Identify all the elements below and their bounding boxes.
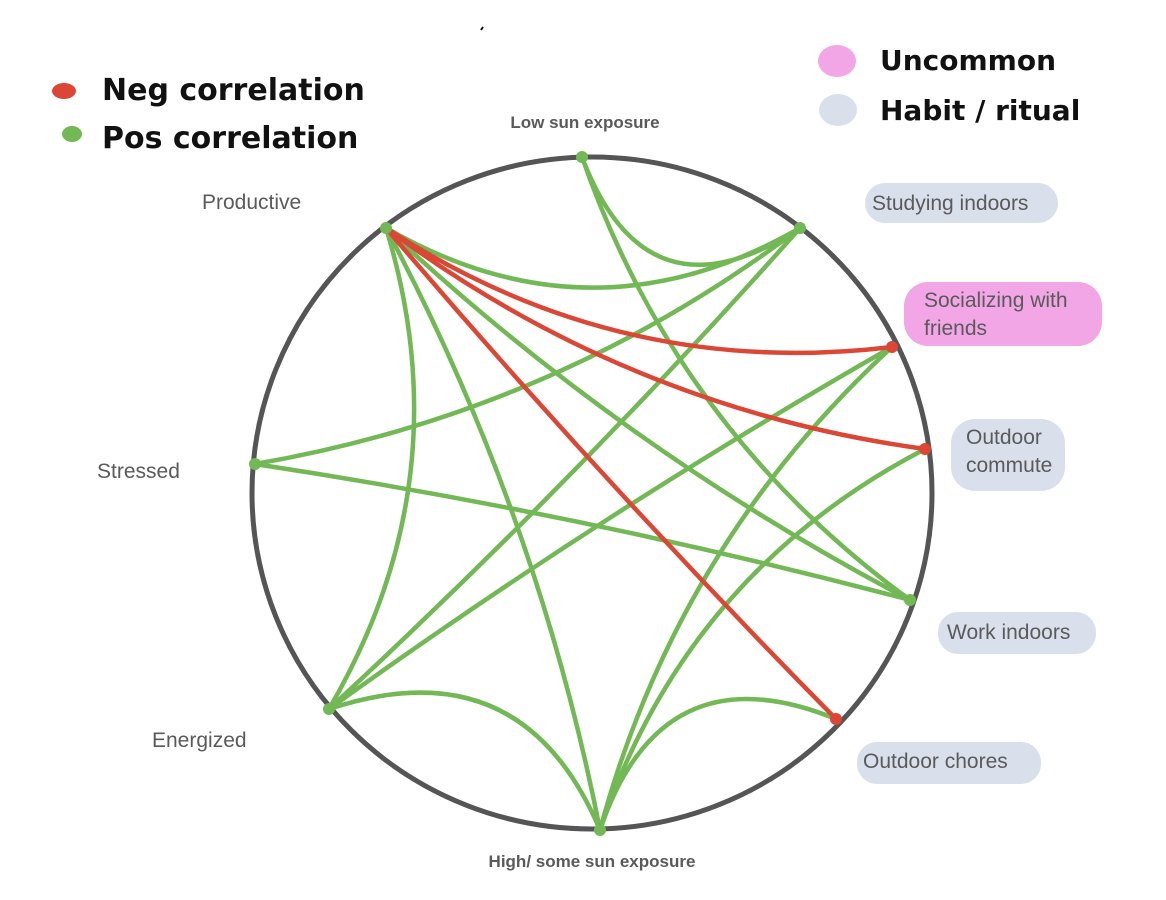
node-label-socializing-line2: friends xyxy=(924,317,987,340)
pos-legend-swatch xyxy=(62,126,82,142)
studying-highlight xyxy=(865,183,1058,223)
edge-chores-high_sun-pos xyxy=(597,696,839,833)
category-legend: Uncommon Habit / ritual xyxy=(818,44,1080,127)
edge-productive-high_sun-pos xyxy=(383,225,603,833)
node-dot-energized xyxy=(323,703,335,715)
habit-legend-label: Habit / ritual xyxy=(880,94,1080,127)
node-label-stressed: Stressed xyxy=(97,460,180,483)
node-dot-socializing xyxy=(886,341,898,353)
edge-productive-energized-pos xyxy=(326,225,417,712)
node-label-commute-line1: Outdoor xyxy=(966,426,1042,449)
correlation-legend: Neg correlation Pos correlation xyxy=(52,73,365,156)
edge-productive-chores-neg xyxy=(383,225,839,722)
node-label-low-sun: Low sun exposure xyxy=(510,113,659,132)
edge-stressed-work-pos xyxy=(252,461,913,603)
node-label-chores: Outdoor chores xyxy=(863,750,1008,773)
edge-socializing-energized-pos xyxy=(326,344,895,712)
node-dot-commute xyxy=(919,443,931,455)
edge-productive-commute-neg xyxy=(383,225,928,452)
node-dot-low_sun xyxy=(576,151,588,163)
node-label-high-sun: High/ some sun exposure xyxy=(489,852,696,871)
node-label-energized: Energized xyxy=(152,729,247,752)
commute-highlight xyxy=(951,419,1065,491)
node-label-productive: Productive xyxy=(202,191,301,214)
edge-low_sun-studying-pos xyxy=(579,154,803,267)
node-labels: Low sun exposure Studying indoors Social… xyxy=(97,113,1070,871)
node-dot-productive xyxy=(380,222,392,234)
uncommon-legend-swatch xyxy=(818,45,856,77)
edge-studying-energized-pos xyxy=(326,225,803,712)
node-dot-high_sun xyxy=(594,824,606,836)
node-label-commute-line2: commute xyxy=(966,454,1052,477)
outer-circle xyxy=(249,154,935,832)
node-label-socializing-line1: Socializing with xyxy=(924,289,1068,312)
socializing-highlight xyxy=(904,282,1102,346)
pos-legend-label: Pos correlation xyxy=(102,121,358,156)
stray-mark xyxy=(480,26,484,31)
node-label-studying: Studying indoors xyxy=(872,192,1028,215)
node-dot-work xyxy=(904,594,916,606)
node-dot-stressed xyxy=(249,458,261,470)
edge-studying-stressed-pos xyxy=(252,225,803,467)
edges-group xyxy=(252,154,928,833)
node-dots-group xyxy=(249,151,931,836)
label-highlights xyxy=(857,183,1102,784)
work-highlight xyxy=(938,612,1096,654)
uncommon-legend-label: Uncommon xyxy=(880,44,1056,77)
edge-low_sun-work-pos xyxy=(579,154,913,603)
node-label-work: Work indoors xyxy=(947,621,1070,644)
node-dot-studying xyxy=(794,222,806,234)
edge-productive-socializing-neg xyxy=(383,225,895,356)
node-dot-chores xyxy=(830,713,842,725)
habit-legend-swatch xyxy=(819,94,857,126)
neg-legend-label: Neg correlation xyxy=(102,73,365,108)
edge-productive-work-pos xyxy=(383,225,913,603)
neg-legend-swatch xyxy=(52,83,76,99)
edge-socializing-high_sun-pos xyxy=(597,344,895,833)
chores-highlight xyxy=(857,742,1041,784)
edge-energized-high_sun-pos xyxy=(326,690,603,833)
